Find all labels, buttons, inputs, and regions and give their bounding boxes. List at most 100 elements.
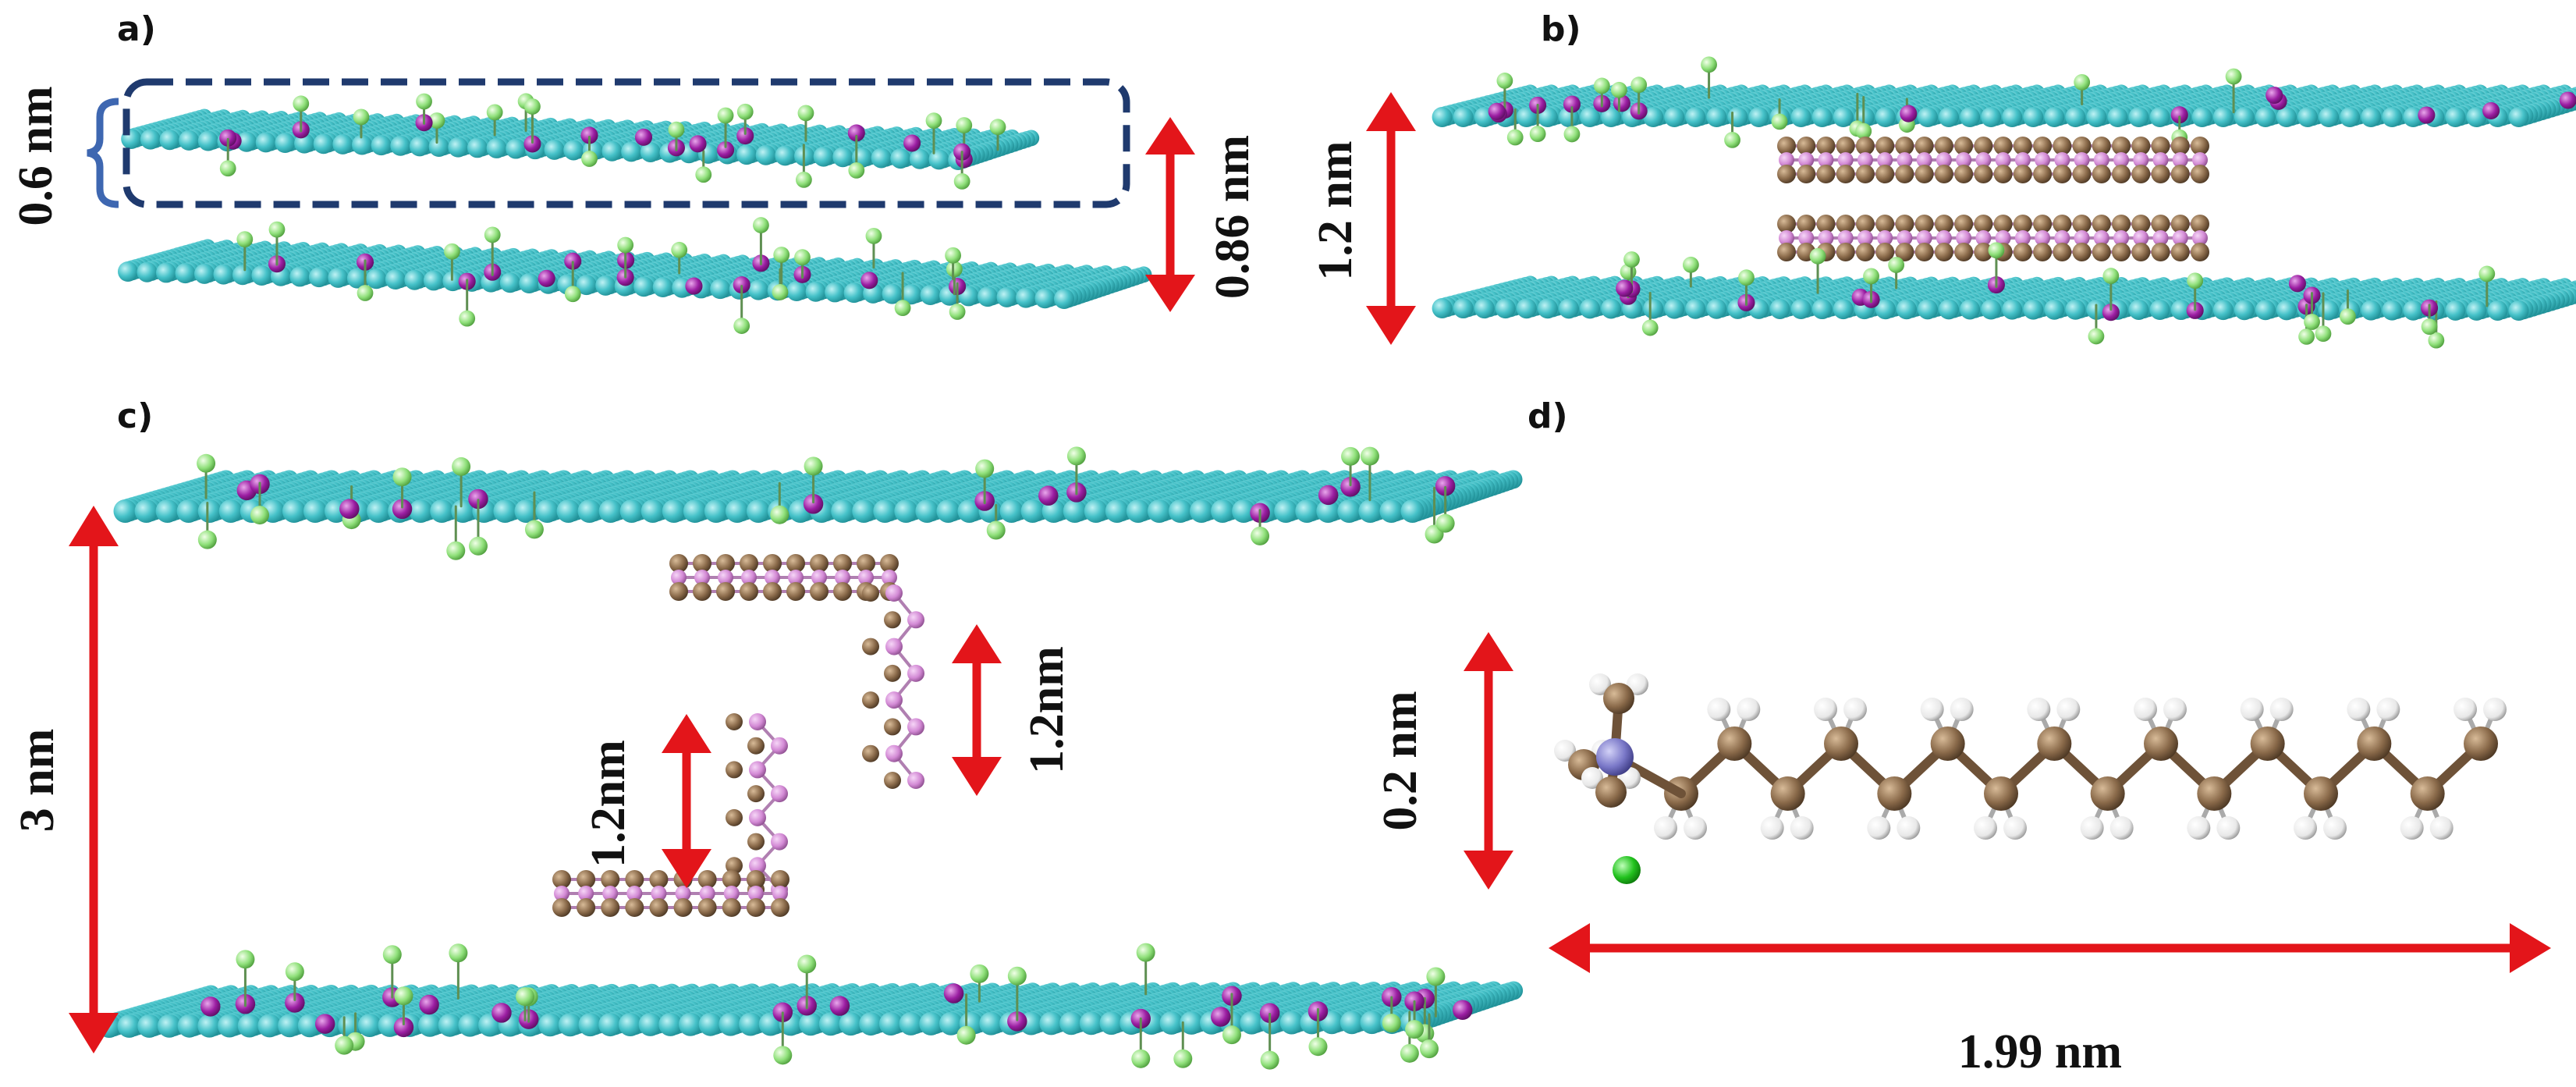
metal-atom xyxy=(332,133,353,155)
carbon-atom xyxy=(1954,243,1974,261)
halide-atom xyxy=(1724,131,1740,148)
metal-atom xyxy=(1960,107,1981,127)
metal-atom xyxy=(1833,107,1854,127)
halide-atom xyxy=(1888,257,1905,273)
metal-atom xyxy=(2044,107,2065,127)
metal-atom xyxy=(2002,299,2023,320)
metal-atom xyxy=(2445,300,2466,321)
carbon-atom xyxy=(2072,165,2092,183)
metal-atom xyxy=(775,145,796,166)
metal-atom xyxy=(996,286,1017,307)
carbon-atom xyxy=(1816,165,1836,183)
metal-atom xyxy=(1875,107,1896,127)
metal-atom xyxy=(563,140,584,161)
carbon-atom xyxy=(1934,243,1953,261)
halide-atom xyxy=(2421,318,2438,336)
halide-atom xyxy=(753,217,769,233)
carbon-atom xyxy=(1934,165,1953,183)
carbon-atom xyxy=(2191,243,2209,261)
metal-atom xyxy=(404,269,425,290)
panel-a-bottom-layer xyxy=(118,217,1152,334)
metal-atom xyxy=(506,138,527,159)
halide-atom xyxy=(1610,81,1627,98)
substituent-atom xyxy=(2288,275,2306,293)
carbon-atom xyxy=(1974,165,1993,183)
metal-atom xyxy=(1981,107,2002,127)
halide-atom xyxy=(736,103,754,120)
metal-atom xyxy=(2319,107,2340,127)
metal-atom xyxy=(1917,299,1938,320)
metal-atom xyxy=(621,141,642,162)
halide-atom xyxy=(486,104,503,121)
carbon-atom xyxy=(1895,165,1914,183)
carbon-atom xyxy=(2033,165,2053,183)
metal-atom xyxy=(155,262,176,283)
metal-atom xyxy=(1516,298,1537,319)
substituent-atom xyxy=(2266,86,2283,105)
metal-atom xyxy=(2340,107,2361,127)
halide-atom xyxy=(1506,129,1524,146)
substituent-atom xyxy=(685,277,703,295)
metal-atom xyxy=(2361,300,2382,321)
halide-atom xyxy=(1529,126,1546,143)
halide-atom xyxy=(925,112,942,130)
metal-atom xyxy=(909,148,930,169)
curly-brace-icon xyxy=(87,98,119,208)
panel-a-letter: a) xyxy=(117,9,156,49)
metal-atom xyxy=(1706,298,1727,319)
halide-atom xyxy=(617,236,634,254)
carbon-atom xyxy=(2013,243,2032,261)
metal-atom xyxy=(1432,298,1453,318)
substituent-atom xyxy=(538,269,555,287)
halide-atom xyxy=(946,261,963,278)
carbon-atom xyxy=(2131,243,2151,261)
metal-atom xyxy=(193,263,215,284)
slab-thickness-label: 0.6 nm xyxy=(9,86,62,226)
substituent-atom xyxy=(2482,101,2500,120)
halide-atom xyxy=(797,105,814,122)
halide-atom xyxy=(668,121,685,138)
halide-atom xyxy=(2304,314,2320,330)
halide-atom xyxy=(564,286,581,303)
metal-atom xyxy=(843,282,864,304)
substituent-atom xyxy=(716,141,735,159)
metal-atom xyxy=(1706,107,1727,127)
halide-atom xyxy=(1682,256,1699,273)
metal-atom xyxy=(633,276,655,297)
metal-atom xyxy=(928,149,949,170)
substituent-atom xyxy=(523,135,541,153)
metal-atom xyxy=(390,135,411,156)
carbon-atom xyxy=(1855,243,1875,261)
halide-atom xyxy=(794,249,811,266)
substituent-atom xyxy=(580,126,598,144)
carbon-atom xyxy=(2151,243,2170,261)
halide-atom xyxy=(1863,268,1879,285)
panel-a: a) 0.6 nm 0.86 nm xyxy=(9,9,1259,334)
metal-atom xyxy=(289,266,310,287)
metal-atom xyxy=(544,139,565,160)
substituent-atom xyxy=(219,129,237,147)
metal-atom xyxy=(499,272,520,293)
metal-atom xyxy=(1727,107,1748,127)
substituent-atom xyxy=(1900,105,1918,123)
substituent-atom xyxy=(689,135,707,153)
substituent-atom xyxy=(2418,106,2436,124)
halide-atom xyxy=(353,108,370,126)
metal-atom xyxy=(1034,288,1056,309)
carbon-atom xyxy=(1797,165,1816,183)
carbon-atom xyxy=(1777,165,1796,183)
metal-atom xyxy=(1769,298,1790,319)
carbon-atom xyxy=(1875,165,1895,183)
halide-atom xyxy=(2315,325,2332,342)
metal-atom xyxy=(1917,107,1938,127)
metal-atom xyxy=(2086,107,2107,127)
panel-c-top-layer xyxy=(113,446,1523,560)
metal-atom xyxy=(748,279,769,300)
halide-atom xyxy=(2478,265,2496,282)
halide-atom xyxy=(865,227,882,244)
halide-atom xyxy=(894,300,911,317)
metal-atom xyxy=(2107,107,2128,127)
metal-atom xyxy=(519,273,540,293)
halide-atom xyxy=(2225,68,2242,85)
metal-atom xyxy=(255,132,276,153)
